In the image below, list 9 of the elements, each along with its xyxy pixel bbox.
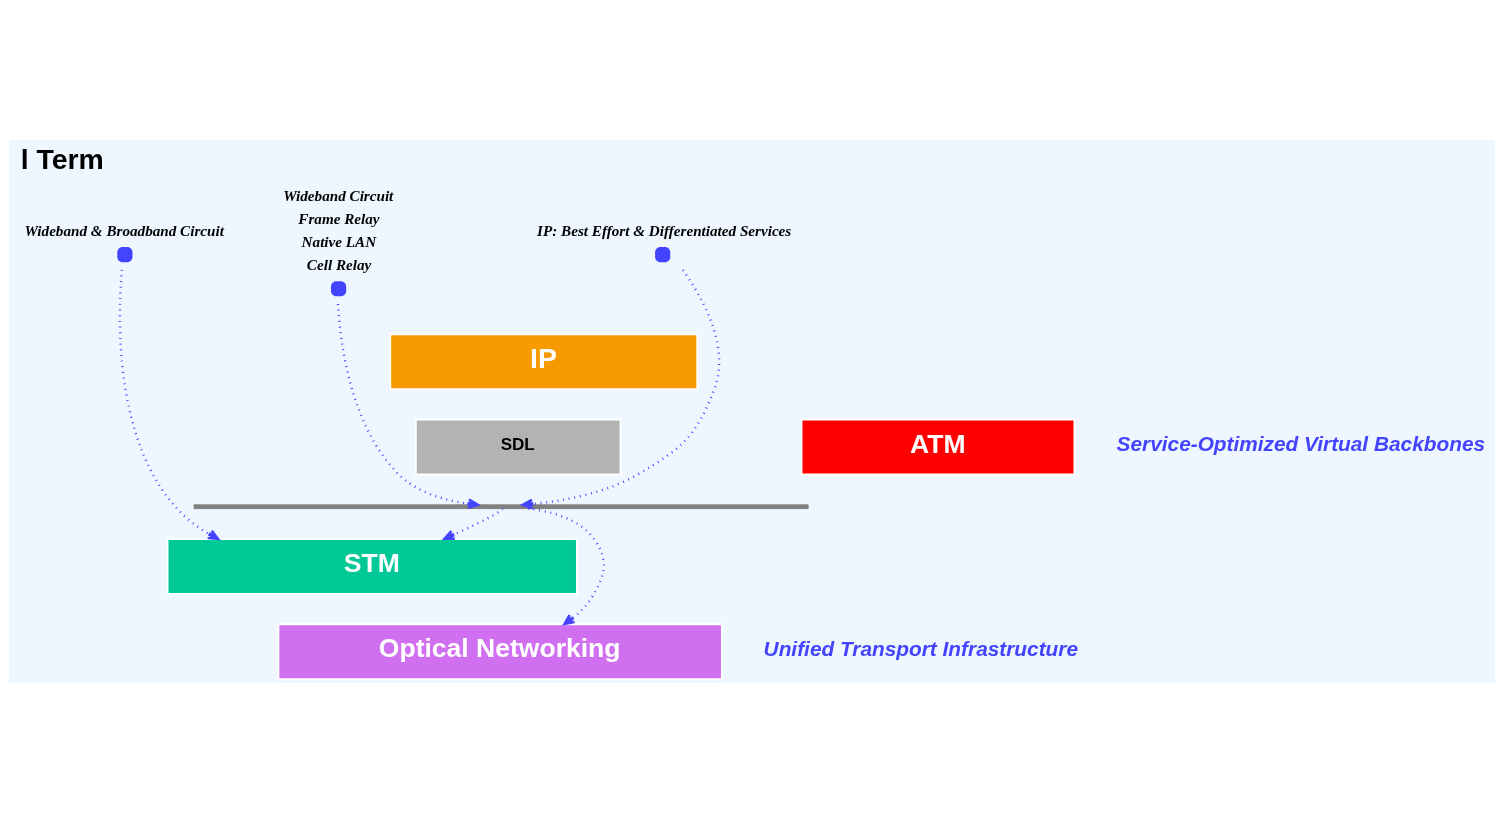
node-label: Cell Relay xyxy=(306,255,372,273)
node-label: IP: Best Effort & Differentiated Services xyxy=(537,221,792,239)
node-label: Native LAN xyxy=(301,232,377,250)
node-label: Frame Relay xyxy=(298,210,380,228)
label: Unified Transport Infrastructure xyxy=(763,637,1079,661)
label: Service-Optimized Virtual Backbones xyxy=(1116,432,1486,456)
node-label: Wideband & Broadband Circuit xyxy=(24,221,224,239)
node-label: Wideband Circuit xyxy=(283,187,394,205)
diagram-title: l Term xyxy=(20,143,104,176)
